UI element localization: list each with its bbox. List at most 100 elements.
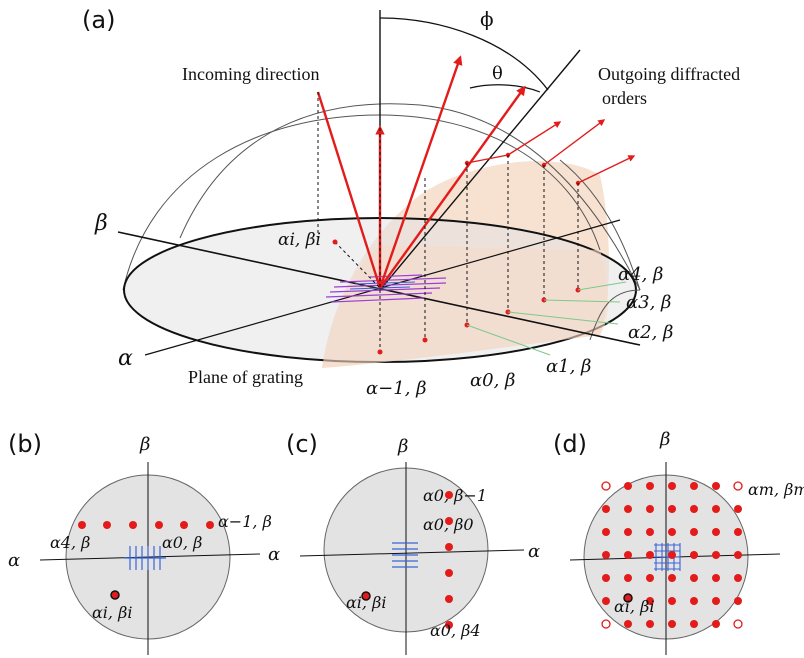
panel-d-order-dot — [690, 620, 698, 628]
panel-d-order-dot — [668, 551, 676, 559]
panel-d-orders — [602, 482, 742, 628]
panel-d-order-dot — [668, 482, 676, 490]
panel-b-beta: β — [139, 434, 150, 455]
panel-c-alpha: α — [528, 541, 540, 562]
panel-a: (a) ϕ θ — [82, 6, 740, 399]
alpha-axis-label: α — [118, 346, 133, 371]
panel-c-grating — [392, 542, 418, 568]
panel-c-incident-dot — [361, 591, 371, 601]
hemisphere-arc-front — [179, 103, 641, 291]
panel-d-order-dot — [712, 528, 720, 536]
panel-d-order-dot — [712, 482, 720, 490]
panel-d-incident: αi, βi — [614, 597, 654, 616]
order-0-label: α0, β — [470, 370, 515, 391]
panel-d-corner-orders — [601, 481, 743, 629]
outgoing-label-line2: orders — [602, 88, 647, 108]
panel-d-order-dot — [646, 620, 654, 628]
panel-b: (b) β α α α4, β α0, β α−1, β αi, βi — [8, 430, 280, 655]
panel-d-order-dot — [668, 505, 676, 513]
panel-d-beta: β — [659, 429, 670, 450]
panel-c-label: (c) — [286, 430, 318, 458]
panel-d-order-dot — [646, 528, 654, 536]
panel-d-order-dot — [712, 620, 720, 628]
panel-d-order-dot — [668, 620, 676, 628]
panel-d-order-dot — [690, 574, 698, 582]
panel-d-order-dot — [690, 597, 698, 605]
panel-c-bottom-order: α0, β4 — [430, 621, 481, 640]
panel-d-order-dot — [624, 482, 632, 490]
incident-coords-label: αi, βi — [278, 230, 321, 250]
panel-d-order-dot — [602, 551, 610, 559]
panel-d-corner-order: αm, βm — [748, 480, 804, 499]
order-1-label: α1, β — [546, 356, 591, 377]
tilted-axis-line — [379, 49, 581, 291]
panel-d-order-dot — [668, 528, 676, 536]
grating-lines — [325, 274, 447, 303]
panel-d-order-dot — [712, 551, 720, 559]
panel-d-order-dot — [624, 528, 632, 536]
panel-c-incident: αi, βi — [346, 593, 386, 612]
order-footpoints — [332, 239, 581, 355]
panel-c-orders — [445, 491, 453, 629]
panel-d-order-dot — [734, 528, 742, 536]
panel-c-beta: β — [397, 436, 408, 457]
hemisphere-arc-lower — [589, 289, 641, 341]
panel-d-order-dot — [646, 482, 654, 490]
outgoing-order-m1 — [466, 154, 509, 164]
panel-b-alpha-left: α — [8, 550, 20, 571]
panel-d-order-dot — [712, 574, 720, 582]
panel-d-order-dot — [690, 482, 698, 490]
panel-c: (c) β α α0, β−1 α0, β0 α0, β4 αi, βi — [286, 430, 540, 655]
panel-b-incident-dot — [110, 590, 120, 600]
panel-d-order-dot — [734, 597, 742, 605]
panel-c-zero-order: α0, β0 — [423, 515, 474, 534]
panel-d-incident-dot — [623, 593, 633, 603]
panel-b-label: (b) — [8, 430, 42, 458]
panel-d-order-dot — [712, 597, 720, 605]
panel-c-top-order: α0, β−1 — [423, 486, 487, 505]
phi-symbol: ϕ — [480, 7, 494, 31]
panel-d-order-dot — [624, 620, 632, 628]
panel-a-label: (a) — [82, 6, 115, 34]
outgoing-label-line1: Outgoing diffracted — [598, 64, 740, 84]
order-4-label: α4, β — [618, 264, 663, 285]
projection-dashes — [317, 92, 579, 352]
panel-d-order-dot — [668, 574, 676, 582]
panel-d-order-dot — [690, 551, 698, 559]
outgoing-order-4 — [577, 155, 636, 184]
panel-d-order-dot — [712, 505, 720, 513]
panel-d-order-dot — [602, 505, 610, 513]
panel-d-order-dot — [602, 574, 610, 582]
diffracted-ray-1 — [379, 85, 526, 289]
panel-b-center-order: α0, β — [162, 533, 202, 552]
panel-d: (d) β αm, βm αi, βi — [553, 429, 804, 655]
panel-d-order-dot — [734, 574, 742, 582]
incoming-ray — [316, 91, 382, 289]
incoming-direction-label: Incoming direction — [182, 64, 319, 84]
panel-d-order-dot — [602, 528, 610, 536]
order-m1-label: α−1, β — [366, 378, 427, 399]
panel-d-order-dot — [624, 574, 632, 582]
phi-arc — [379, 17, 549, 91]
panel-d-order-dot — [668, 597, 676, 605]
panel-b-left-order: α4, β — [50, 533, 90, 552]
panel-d-label: (d) — [553, 430, 587, 458]
panel-d-order-dot — [646, 551, 654, 559]
order-leader-lines — [466, 281, 627, 356]
order-2-label: α2, β — [628, 322, 673, 343]
outgoing-order-2 — [507, 121, 562, 156]
theta-arc — [469, 84, 541, 93]
panel-b-right-order: α−1, β — [218, 512, 272, 531]
panel-d-order-dot — [646, 505, 654, 513]
panel-d-order-dot — [624, 505, 632, 513]
panel-b-alpha-right: α — [268, 544, 280, 565]
panel-b-grating — [124, 546, 166, 570]
panel-d-order-dot — [646, 574, 654, 582]
panel-d-order-dot — [734, 505, 742, 513]
beta-axis-label: β — [94, 211, 108, 236]
panel-d-order-dot — [602, 597, 610, 605]
panel-d-order-dot — [690, 505, 698, 513]
panel-d-order-dot — [734, 551, 742, 559]
diffracted-ray-0 — [378, 55, 463, 289]
